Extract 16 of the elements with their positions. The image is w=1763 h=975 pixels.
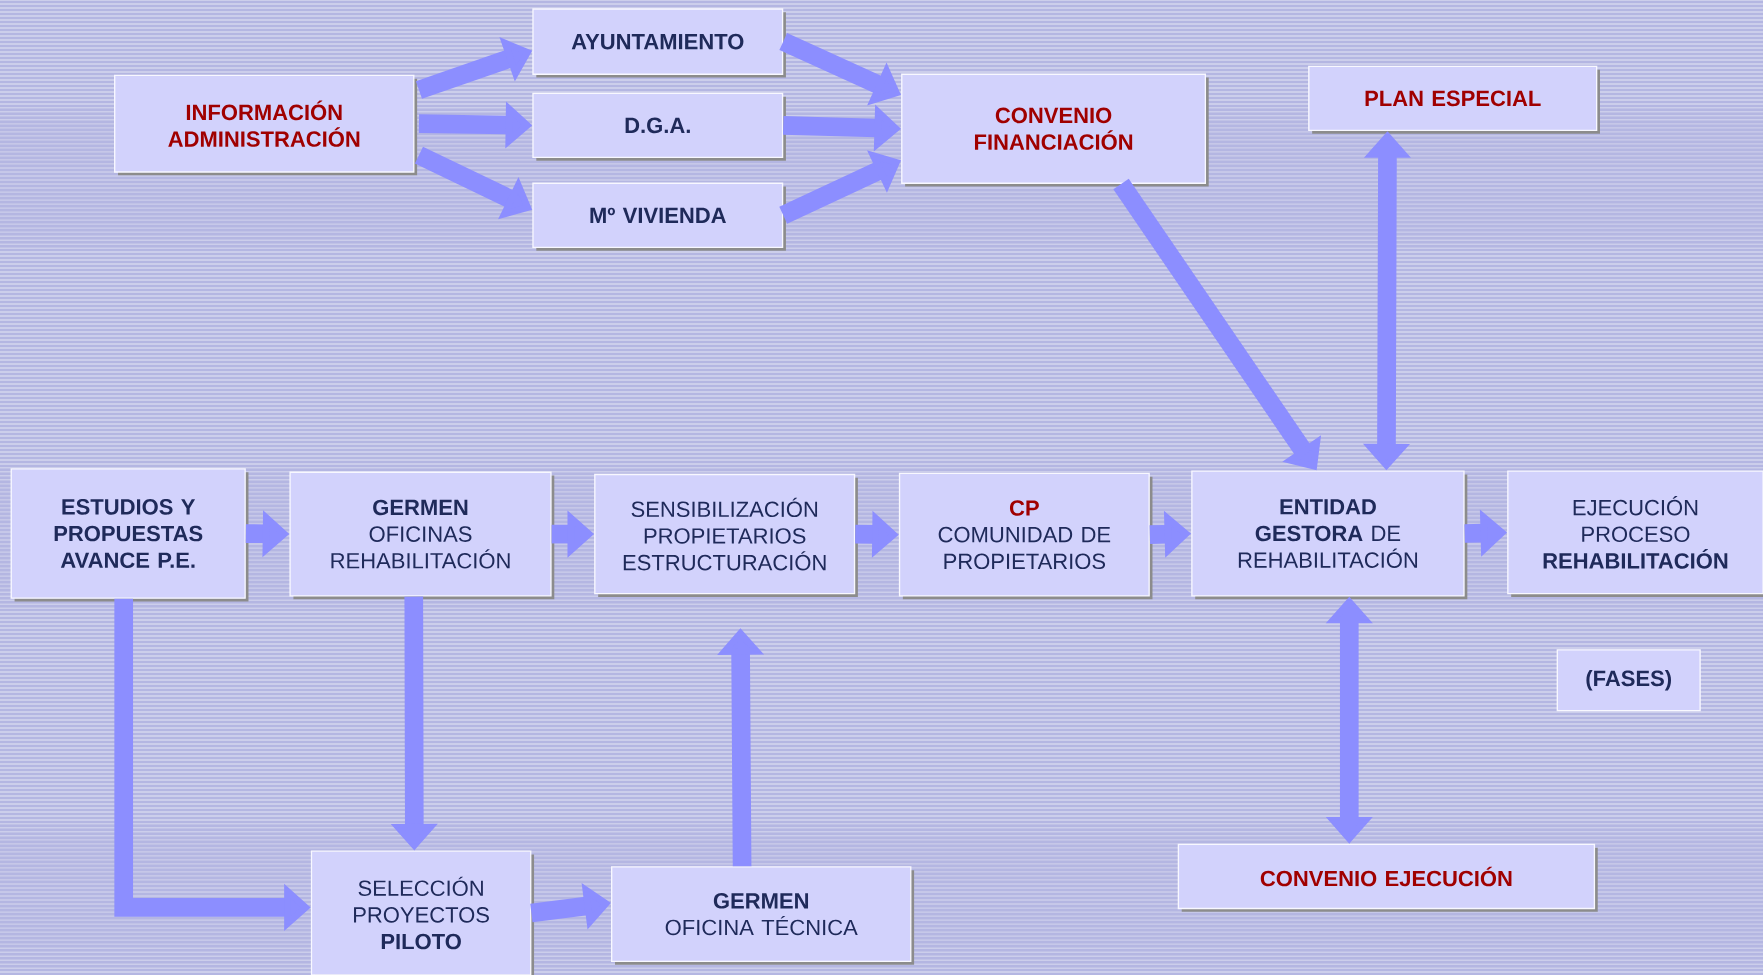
process-box: GERMEN OFICINAS REHABILITACIÓN	[289, 471, 555, 600]
label-box: (FASES)	[1556, 649, 1701, 712]
process-box: CONVENIO EJECUCIÓN	[1177, 843, 1598, 912]
process-box: GERMEN OFICINA TÉCNICA	[611, 866, 915, 965]
process-box: PLAN ESPECIAL	[1308, 65, 1600, 134]
process-box: CONVENIO FINANCIACIÓN	[901, 73, 1209, 187]
process-box: SELECCIÓN PROYECTOS PILOTO	[310, 850, 535, 975]
process-box: Mº VIVIENDA	[532, 182, 786, 251]
process-box: ESTUDIOS Y PROPUESTAS AVANCE P.E.	[10, 468, 249, 602]
process-box: SENSIBILIZACIÓN PROPIETARIOS ESTRUCTURACIÓN	[594, 473, 858, 598]
process-box: EJECUCIÓN PROCESO REHABILITACIÓN	[1507, 470, 1763, 597]
process-box: CP COMUNIDAD DE PROPIETARIOS	[898, 472, 1153, 600]
process-box: D.G.A.	[532, 92, 786, 161]
process-box: AYUNTAMIENTO	[532, 8, 786, 78]
process-box: INFORMACIÓN ADMINISTRACIÓN	[114, 74, 418, 176]
process-box: ENTIDAD GESTORA DE REHABILITACIÓN	[1191, 470, 1468, 600]
